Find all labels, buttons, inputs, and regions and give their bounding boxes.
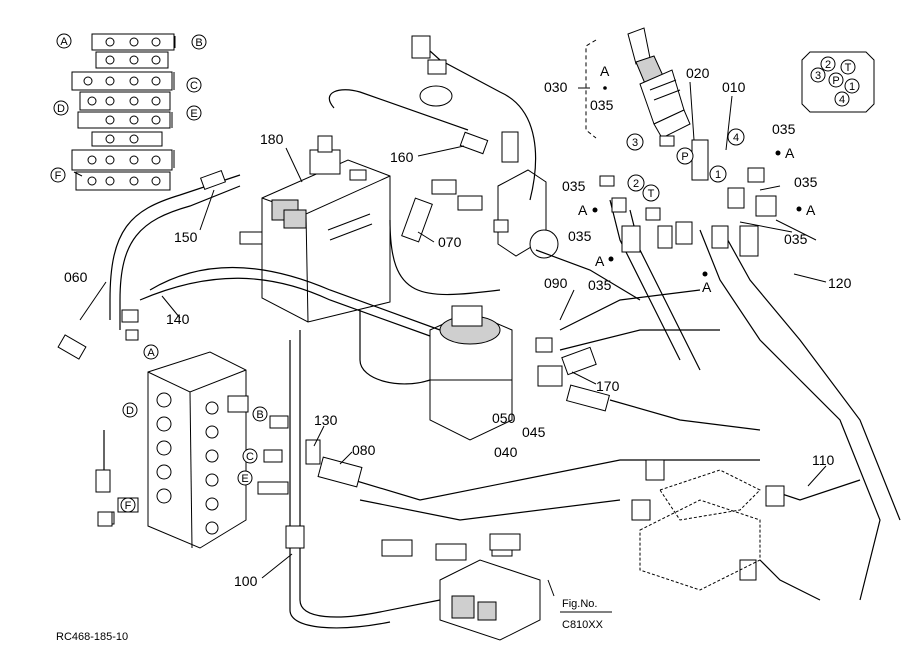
svg-text:B: B — [256, 409, 263, 421]
hose-routes — [103, 41, 901, 629]
svg-text:2: 2 — [633, 178, 639, 190]
port-circle-2: 2 — [627, 174, 645, 192]
port-circle-1: 1 — [709, 165, 727, 183]
joystick-pilot-valve — [627, 27, 691, 147]
svg-text:3: 3 — [632, 137, 638, 149]
valve-port-F: F — [120, 497, 136, 513]
bracket-letter-A: A — [600, 63, 610, 79]
schematic-port-C: C — [186, 77, 202, 93]
swivel-joint — [429, 305, 513, 441]
plate-number-4: 4 — [839, 94, 845, 106]
port-markers: A 3 P 4 2 1 T A A A A A A D B C E F — [120, 63, 816, 513]
marker-A-mid: A — [595, 253, 605, 269]
port-circle-T: T — [642, 184, 660, 202]
schematic-port-circles — [83, 37, 161, 186]
phantom-machine-parts — [639, 469, 761, 591]
pilot-valve-block — [493, 169, 559, 259]
joystick-pattern-plate: 2 T 3 P 1 4 — [801, 51, 875, 113]
part-number-labels: 180 160 150 070 060 140 030 035 020 010 … — [64, 65, 852, 589]
schematic-block-6 — [91, 131, 163, 147]
label-160: 160 — [390, 149, 414, 165]
schematic-port-E-letter: E — [190, 108, 197, 120]
marker-A-right: A — [806, 202, 816, 218]
svg-text:D: D — [126, 405, 134, 417]
schematic-block-5 — [77, 111, 171, 129]
label-020: 020 — [686, 65, 710, 81]
valve-port-B: B — [252, 406, 268, 422]
fig-no-title: Fig.No. — [562, 598, 597, 610]
valve-port-C: C — [242, 448, 258, 464]
schematic-port-B-letter: B — [195, 37, 202, 49]
svg-text:P: P — [681, 151, 688, 163]
schematic-block-8 — [75, 171, 171, 191]
label-170: 170 — [596, 378, 620, 394]
schematic-block-7 — [71, 149, 173, 171]
label-035-top-right: 035 — [772, 121, 796, 137]
port-circle-3: 3 — [626, 133, 644, 151]
label-120: 120 — [828, 275, 852, 291]
port-circle-P: P — [676, 147, 694, 165]
label-080: 080 — [352, 442, 376, 458]
label-010: 010 — [722, 79, 746, 95]
label-035-mid-right: 035 — [784, 231, 808, 247]
figure-reference: Fig.No. C810XX — [560, 598, 612, 631]
schematic-port-D-letter: D — [57, 103, 65, 115]
schematic-port-F-letter: F — [55, 170, 62, 182]
svg-text:4: 4 — [733, 132, 739, 144]
label-180: 180 — [260, 131, 284, 147]
port-circle-4: 4 — [727, 128, 745, 146]
valve-port-E: E — [237, 470, 253, 486]
schematic-port-B: B — [191, 34, 207, 50]
label-110: 110 — [812, 452, 835, 468]
label-035-right: 035 — [794, 174, 818, 190]
schematic-port-E: E — [186, 105, 202, 121]
fig-no-code: C810XX — [562, 619, 604, 631]
plate-number-3: 3 — [815, 70, 821, 82]
label-035-mid-left: 035 — [568, 228, 592, 244]
label-035-left: 035 — [562, 178, 586, 194]
label-035-bracket: 035 — [590, 97, 614, 113]
schematic-port-F: F — [50, 167, 66, 183]
valve-port-A: A — [143, 344, 159, 360]
label-100: 100 — [234, 573, 258, 589]
plate-letter-T: T — [845, 62, 852, 74]
label-040: 040 — [494, 444, 518, 460]
marker-A-bottom: A — [702, 279, 712, 295]
plate-number-2: 2 — [825, 59, 831, 71]
svg-text:A: A — [147, 347, 155, 359]
plate-letter-P: P — [832, 75, 839, 87]
label-030: 030 — [544, 79, 568, 95]
hydraulic-tank — [261, 135, 391, 323]
svg-text:C: C — [246, 451, 254, 463]
marker-A-left: A — [578, 202, 588, 218]
schematic-block-4 — [79, 91, 171, 111]
label-130: 130 — [314, 412, 338, 428]
label-150: 150 — [174, 229, 198, 245]
drawing-code: RC468-185-10 — [56, 631, 128, 643]
label-070: 070 — [438, 234, 462, 250]
svg-text:1: 1 — [715, 169, 721, 181]
label-045: 045 — [522, 424, 546, 440]
schematic-port-A: A — [56, 33, 72, 49]
schematic-block-3 — [71, 71, 173, 91]
valve-port-D: D — [122, 402, 138, 418]
control-valve — [147, 351, 247, 549]
label-035-lower: 035 — [588, 277, 612, 293]
valve-port-schematic: A B C D E F — [50, 33, 207, 191]
plate-number-1: 1 — [849, 81, 855, 93]
label-060: 060 — [64, 269, 88, 285]
schematic-port-C-letter: C — [190, 80, 198, 92]
svg-text:T: T — [648, 188, 655, 200]
label-090: 090 — [544, 275, 568, 291]
schematic-port-D: D — [53, 100, 69, 116]
label-140: 140 — [166, 311, 190, 327]
marker-A-top-right: A — [785, 145, 795, 161]
leader-lines — [79, 39, 827, 597]
svg-text:F: F — [125, 500, 132, 512]
schematic-port-A-letter: A — [60, 36, 68, 48]
label-050: 050 — [492, 410, 516, 426]
svg-text:E: E — [241, 473, 248, 485]
